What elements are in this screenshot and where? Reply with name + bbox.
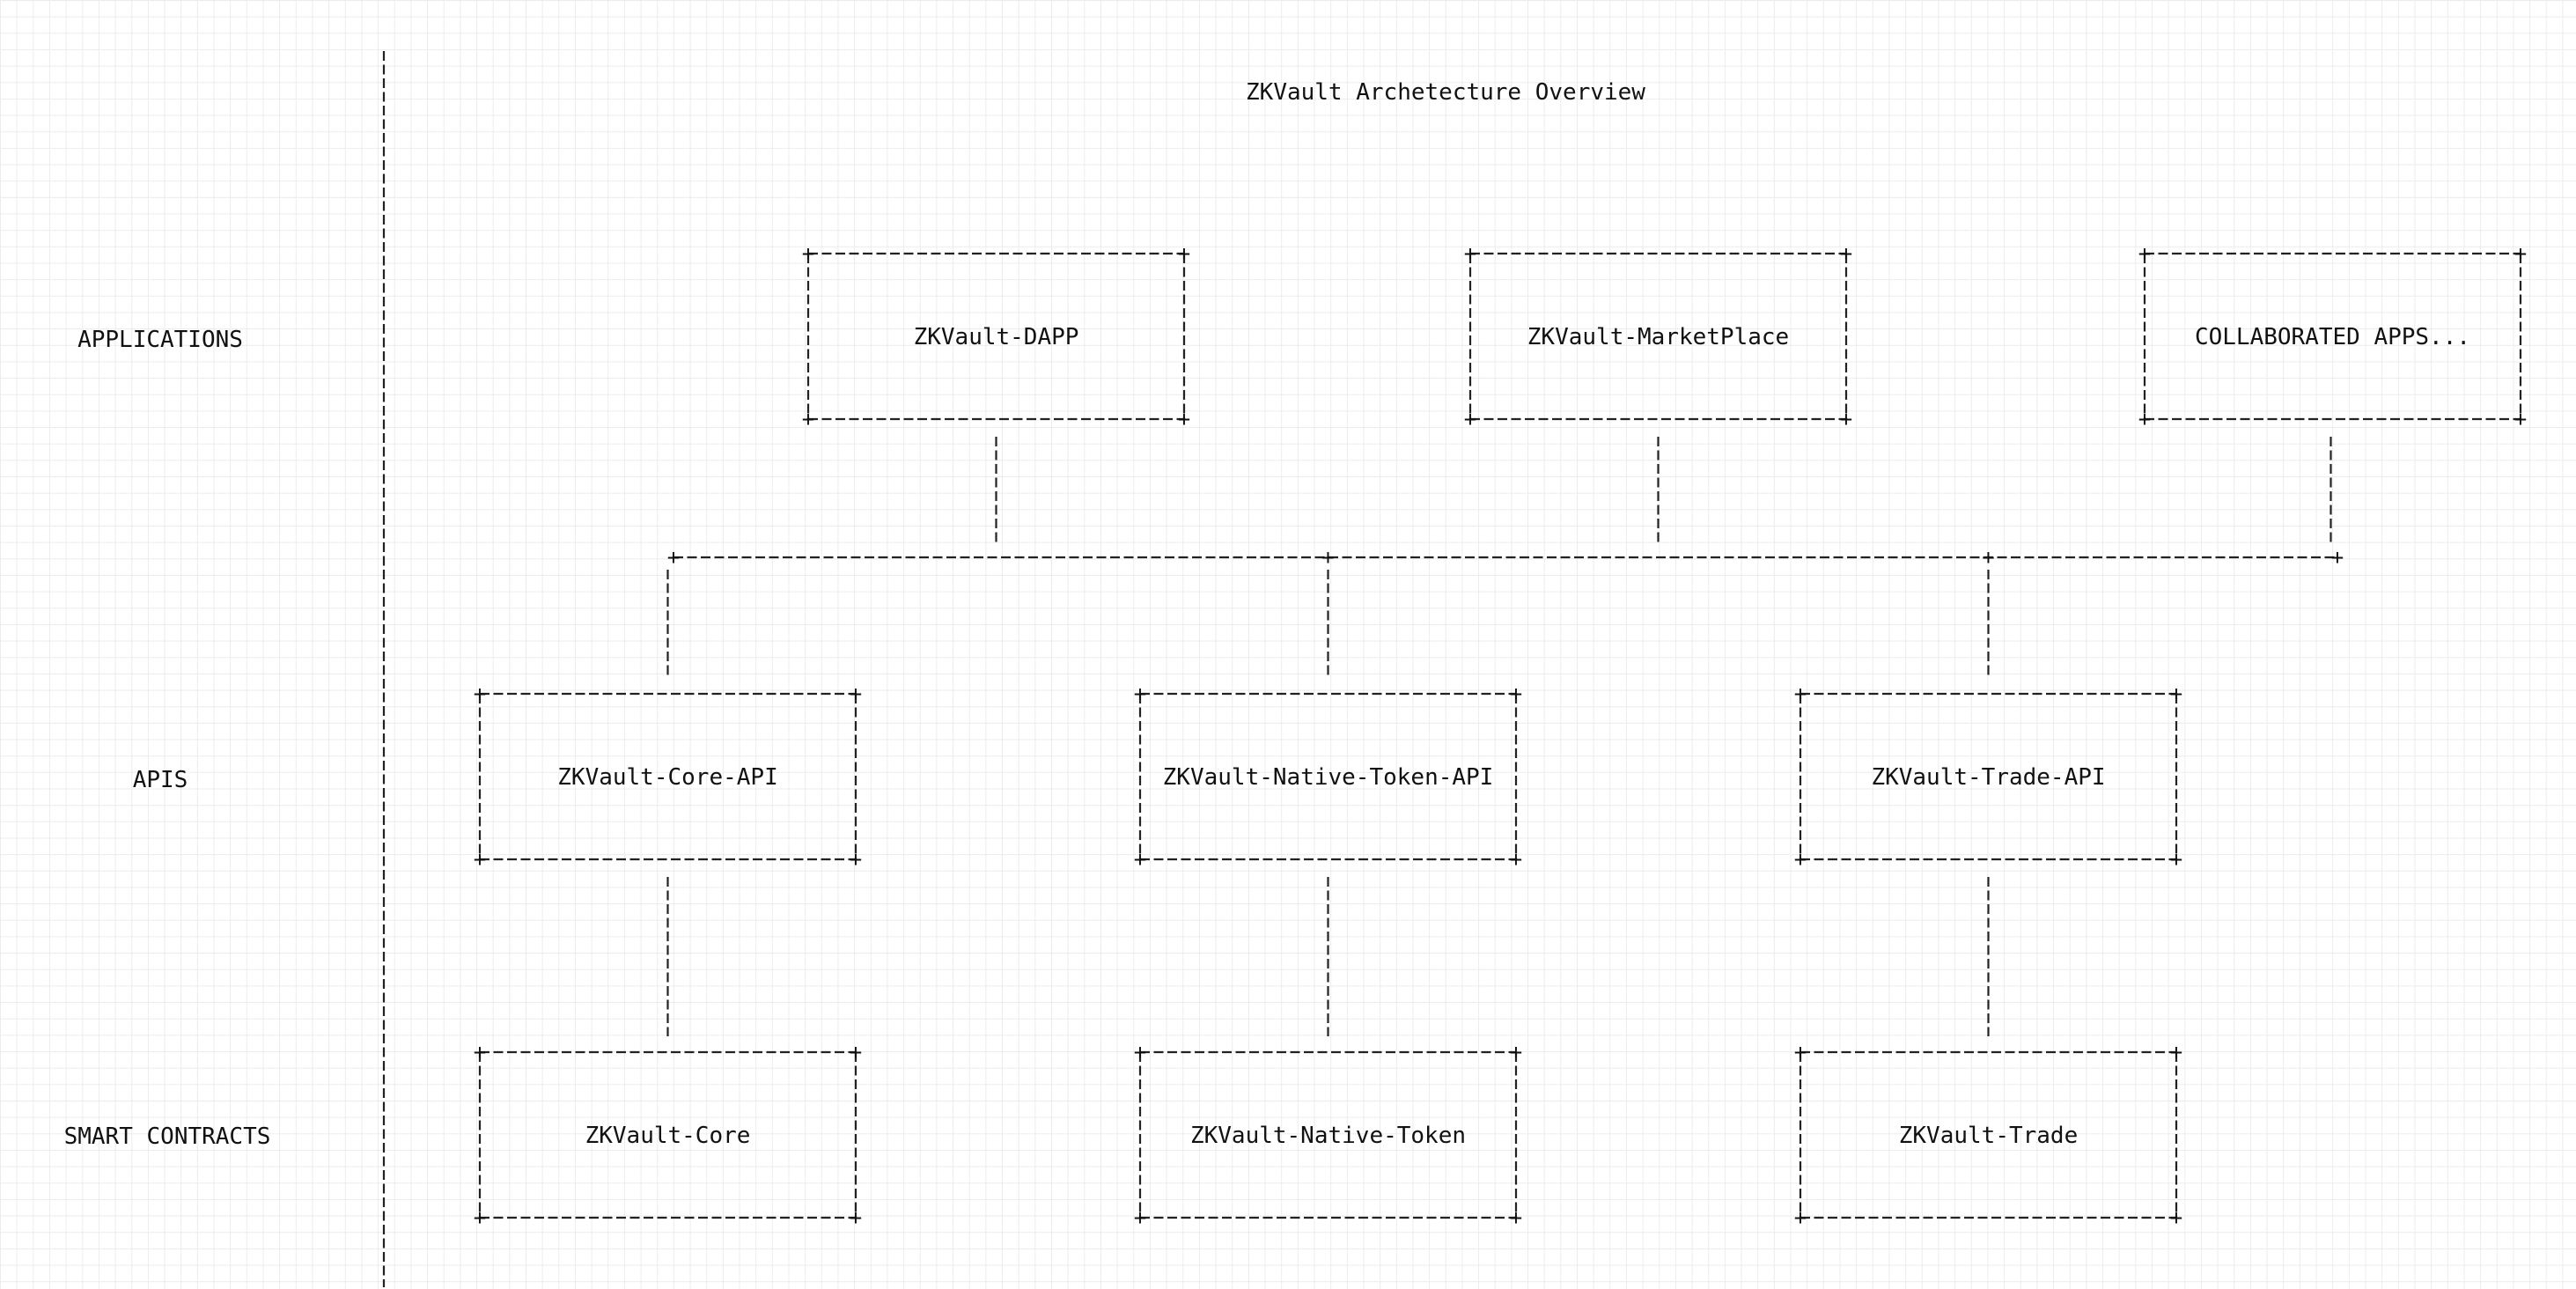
- corner-plus: +: [1794, 1040, 1807, 1064]
- node-token: ZKVault-Native-Token: [1190, 1123, 1466, 1149]
- node-token-api: ZKVault-Native-Token-API: [1163, 764, 1494, 791]
- corner-plus: +: [1178, 407, 1190, 431]
- corner-plus: +: [1178, 241, 1190, 266]
- corner-plus: +: [1134, 1040, 1146, 1064]
- corner-plus: +: [1464, 241, 1476, 266]
- node-trade: ZKVault-Trade: [1899, 1123, 2079, 1149]
- corner-plus: +: [1510, 1205, 1522, 1230]
- corner-plus: +: [2331, 545, 2344, 570]
- corner-plus: +: [850, 1205, 862, 1230]
- node-marketplace: ZKVault-MarketPlace: [1527, 324, 1789, 350]
- corner-plus: +: [667, 545, 680, 570]
- corner-plus: +: [2138, 241, 2151, 266]
- page-title: ZKVault Archetecture Overview: [1246, 79, 1645, 106]
- corner-plus: +: [1794, 847, 1807, 872]
- corner-plus: +: [1464, 407, 1476, 431]
- corner-plus: +: [2170, 1205, 2182, 1230]
- corner-plus: +: [474, 681, 486, 706]
- corner-plus: +: [474, 1040, 486, 1064]
- corner-plus: +: [2138, 407, 2151, 431]
- corner-plus: +: [850, 847, 862, 872]
- node-trade-api: ZKVault-Trade-API: [1871, 764, 2105, 791]
- layer-label-apis: APIS: [133, 767, 188, 793]
- corner-plus: +: [850, 1040, 862, 1064]
- corner-plus: +: [2170, 847, 2182, 872]
- corner-plus: +: [474, 1205, 486, 1230]
- corner-plus: +: [2170, 1040, 2182, 1064]
- node-core: ZKVault-Core: [585, 1123, 751, 1149]
- corner-plus: +: [850, 681, 862, 706]
- node-core-api: ZKVault-Core-API: [557, 764, 777, 791]
- corner-plus: +: [2514, 241, 2527, 266]
- corner-plus: +: [2514, 407, 2527, 431]
- corner-plus: +: [1134, 681, 1146, 706]
- node-dapp: ZKVault-DAPP: [914, 324, 1079, 350]
- corner-plus: +: [2170, 681, 2182, 706]
- corner-plus: +: [1510, 681, 1522, 706]
- corner-plus: +: [474, 847, 486, 872]
- corner-plus: +: [1840, 241, 1852, 266]
- corner-plus: +: [1840, 407, 1852, 431]
- corner-plus: +: [1794, 1205, 1807, 1230]
- layer-label-applications: APPLICATIONS: [77, 327, 243, 353]
- corner-plus: +: [802, 407, 814, 431]
- corner-plus: +: [1321, 545, 1334, 570]
- corner-plus: +: [1982, 545, 1994, 570]
- corner-plus: +: [802, 241, 814, 266]
- corner-plus: +: [1510, 1040, 1522, 1064]
- layer-label-contracts: SMART CONTRACTS: [64, 1123, 271, 1150]
- corner-plus: +: [1134, 847, 1146, 872]
- node-collab: COLLABORATED APPS...: [2195, 324, 2470, 350]
- corner-plus: +: [1510, 847, 1522, 872]
- corner-plus: +: [1794, 681, 1807, 706]
- corner-plus: +: [1134, 1205, 1146, 1230]
